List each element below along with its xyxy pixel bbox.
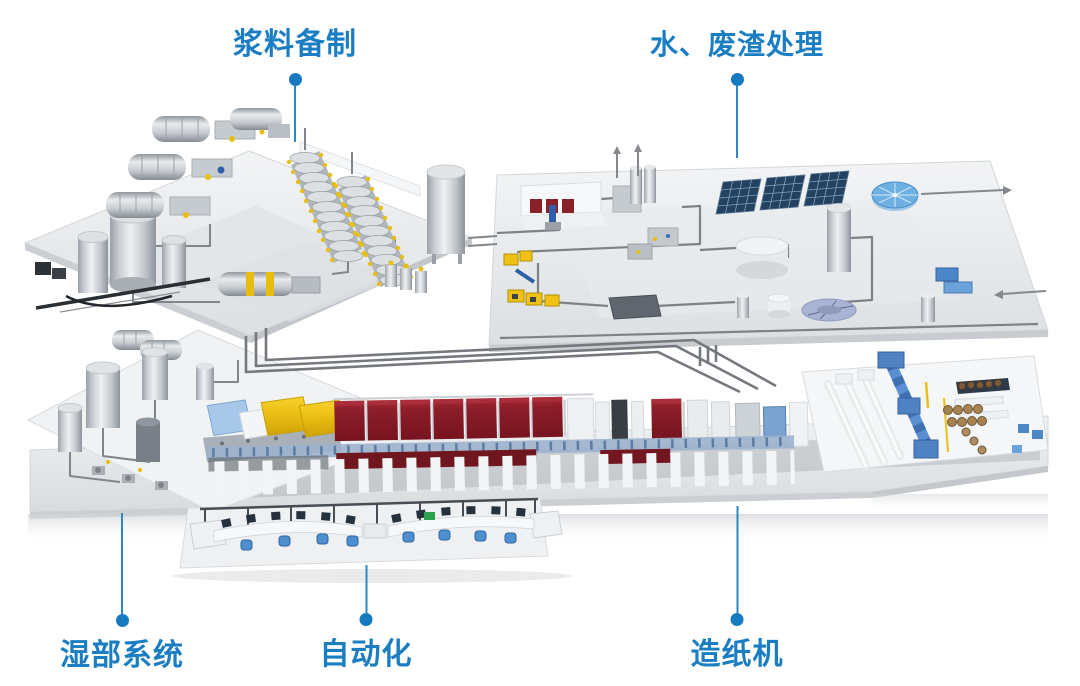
green-monitor — [424, 512, 435, 520]
paper-rolls — [943, 378, 1010, 455]
control-room-rail — [199, 497, 539, 511]
callout-leader-line — [365, 565, 367, 613]
wet-end-tanks — [57, 347, 214, 462]
pulp-storage-tanks — [77, 206, 187, 293]
stock-tower — [385, 164, 466, 293]
callout-dot — [730, 613, 744, 626]
machine-basement — [206, 435, 795, 496]
circular-clarifier — [871, 181, 1012, 211]
finishing-area — [801, 351, 1049, 473]
callout-dot — [115, 614, 129, 627]
reject-handling-building — [520, 181, 607, 230]
floor-reflection-right — [872, 494, 1048, 514]
callout-dot — [359, 613, 373, 626]
silos-and-stacks — [612, 144, 656, 213]
callout-wet-end-system: 湿部系统 — [60, 513, 184, 673]
callout-label-paper-machine: 造纸机 — [690, 637, 784, 672]
callout-leader-line — [121, 513, 123, 614]
callout-paper-machine: 造纸机 — [691, 506, 784, 672]
screening-lines — [286, 151, 414, 287]
operator-chairs — [240, 529, 517, 551]
bale-feed-and-pulper — [35, 262, 321, 313]
wet-end-pumps — [92, 460, 168, 490]
automation-control-room — [172, 497, 572, 583]
operator-desks — [189, 506, 563, 550]
callout-water-waste-treatment: 水、废渣处理 — [650, 28, 824, 158]
pulp-preparation-area — [23, 108, 498, 343]
callout-label-wet-end-system: 湿部系统 — [60, 638, 184, 673]
callout-dot — [288, 73, 302, 86]
roll-wrapping-line — [877, 351, 949, 459]
callout-leader-line — [736, 506, 738, 613]
callout-automation: 自动化 — [320, 565, 413, 672]
sludge-dewatering-machines — [503, 250, 560, 307]
dryer-section-hoods — [333, 393, 809, 447]
water-waste-treatment-area — [488, 144, 1049, 352]
treatment-tanks — [608, 203, 857, 322]
callout-label-water-waste-treatment: 水、废渣处理 — [649, 28, 825, 61]
callout-leader-line — [294, 86, 296, 142]
callout-dot — [730, 73, 744, 86]
pulp-piping — [132, 128, 498, 303]
callout-leader-line — [735, 86, 738, 158]
paper-machine-line — [202, 393, 809, 496]
callout-pulp-preparation: 浆料备制 — [233, 28, 357, 142]
process-units — [627, 227, 1047, 322]
interconnect-pipes — [244, 328, 777, 394]
callout-label-automation: 自动化 — [319, 637, 413, 672]
callout-label-pulp-preparation: 浆料备制 — [233, 27, 357, 62]
pulping-drum-machines — [106, 108, 290, 218]
